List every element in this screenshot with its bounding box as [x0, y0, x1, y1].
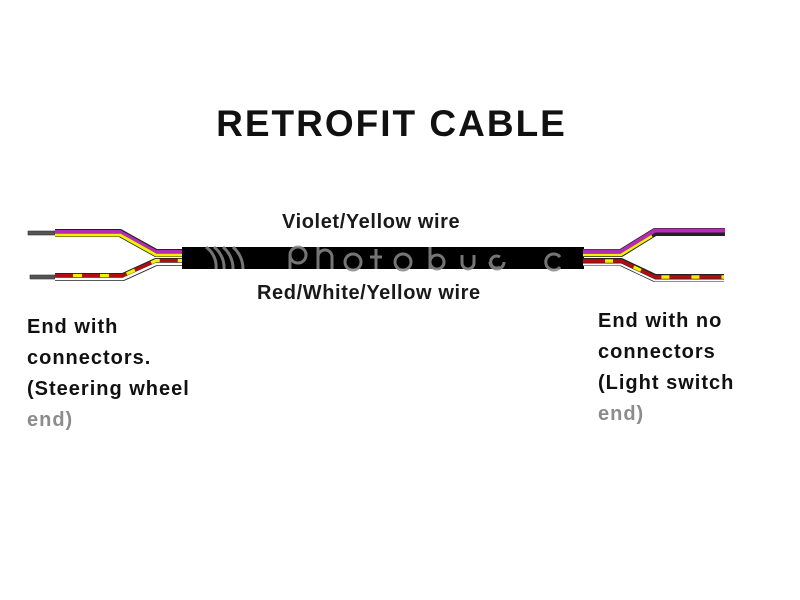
left-wire-ends [27, 229, 183, 281]
right-violet-yellow-wire [583, 228, 725, 257]
right-end-note: End with no connectors (Light switch end… [598, 306, 734, 430]
left-end-line: (Steering wheel [27, 378, 190, 400]
left-end-line: End with [27, 316, 119, 338]
left-end-line: connectors. [27, 347, 152, 369]
left-red-white-yellow-wire [55, 258, 183, 281]
diagram-title: RETROFIT CABLE [216, 103, 567, 144]
right-wire-ends [583, 228, 725, 282]
left-end-line: end) [27, 409, 74, 431]
left-end-note: End with connectors. (Steering wheel end… [27, 312, 190, 436]
right-end-line: End with no [598, 310, 723, 332]
cable-jacket [182, 247, 584, 269]
violet-yellow-wire-label: Violet/Yellow wire [282, 211, 461, 233]
left-top-conductor [27, 230, 56, 236]
right-end-line: end) [598, 403, 645, 425]
watermark-arcs [205, 245, 562, 272]
right-end-line: (Light switch [598, 372, 735, 394]
left-bottom-conductor [29, 274, 56, 280]
red-white-yellow-wire-label: Red/White/Yellow wire [257, 282, 481, 304]
right-red-white-yellow-wire [583, 258, 724, 282]
left-violet-yellow-wire [55, 229, 183, 257]
right-end-line: connectors [598, 341, 716, 363]
